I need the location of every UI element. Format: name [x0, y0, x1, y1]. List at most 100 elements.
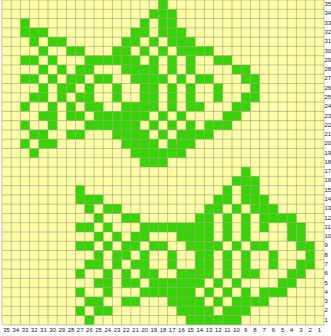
stitch-cell [131, 297, 140, 306]
stitch-cell [140, 84, 149, 93]
grid-line [2, 0, 3, 325]
stitch-cell [66, 46, 75, 55]
stitch-cell [204, 223, 213, 232]
grid-line [66, 0, 67, 325]
grid-line [2, 64, 324, 65]
stitch-cell [103, 269, 112, 278]
stitch-cell [232, 176, 241, 185]
stitch-cell [57, 84, 66, 93]
column-number: 27 [76, 327, 85, 334]
stitch-cell [186, 278, 195, 287]
stitch-cell [223, 111, 232, 120]
stitch-cell [20, 56, 29, 65]
stitch-cell [241, 93, 250, 102]
stitch-cell [122, 139, 131, 148]
grid-line [195, 0, 196, 325]
stitch-cell [39, 93, 48, 102]
stitch-cell [204, 316, 213, 325]
grid-line [29, 0, 30, 325]
stitch-cell [94, 232, 103, 241]
stitch-cell [168, 19, 177, 28]
grid-line [57, 0, 58, 325]
stitch-cell [260, 204, 269, 213]
stitch-cell [241, 167, 250, 176]
stitch-cell [158, 0, 167, 9]
grid-line [2, 0, 324, 1]
stitch-cell [204, 213, 213, 222]
stitch-cell [168, 102, 177, 111]
stitch-cell [195, 316, 204, 325]
stitch-cell [214, 56, 223, 65]
grid-line [2, 148, 324, 149]
stitch-cell [214, 316, 223, 325]
stitch-cell [214, 241, 223, 250]
row-number: 16 [325, 177, 331, 184]
column-number: 20 [140, 327, 149, 334]
stitch-cell [149, 148, 158, 157]
stitch-cell [158, 28, 167, 37]
stitch-cell [204, 74, 213, 83]
stitch-cell [76, 111, 85, 120]
stitch-cell [66, 74, 75, 83]
column-number: 4 [287, 327, 296, 334]
stitch-cell [131, 278, 140, 287]
stitch-cell [195, 223, 204, 232]
stitch-cell [94, 297, 103, 306]
stitch-cell [122, 130, 131, 139]
stitch-cell [168, 9, 177, 18]
stitch-cell [158, 46, 167, 55]
stitch-cell [20, 121, 29, 130]
stitch-cell [204, 204, 213, 213]
row-number: 24 [325, 103, 331, 110]
grid-line [222, 0, 223, 325]
stitch-cell [186, 288, 195, 297]
stitch-cell [177, 232, 186, 241]
stitch-cell [186, 56, 195, 65]
stitch-cell [186, 65, 195, 74]
grid-line [2, 241, 324, 242]
stitch-cell [85, 223, 94, 232]
stitch-cell [57, 65, 66, 74]
stitch-cell [296, 260, 305, 269]
stitch-cell [103, 111, 112, 120]
stitch-cell [140, 19, 149, 28]
stitch-cell [140, 251, 149, 260]
row-number: 33 [325, 20, 331, 27]
stitch-cell [204, 288, 213, 297]
stitch-cell [140, 232, 149, 241]
stitch-cell [223, 223, 232, 232]
stitch-cell [76, 65, 85, 74]
stitch-cell [140, 269, 149, 278]
stitch-cell [186, 121, 195, 130]
grid-line [2, 27, 324, 28]
stitch-cell [177, 28, 186, 37]
stitch-cell [177, 37, 186, 46]
column-number: 29 [57, 327, 66, 334]
stitch-cell [149, 84, 158, 93]
stitch-cell [296, 232, 305, 241]
grid-line [48, 0, 49, 325]
stitch-cell [296, 269, 305, 278]
stitch-cell [278, 278, 287, 287]
stitch-cell [260, 297, 269, 306]
stitch-cell [20, 28, 29, 37]
stitch-cell [85, 316, 94, 325]
row-number: 13 [325, 205, 331, 212]
row-number: 8 [325, 252, 331, 259]
stitch-cell [241, 260, 250, 269]
stitch-cell [85, 84, 94, 93]
grid-line [2, 92, 324, 93]
stitch-cell [39, 130, 48, 139]
column-number: 11 [223, 327, 232, 334]
stitch-cell [94, 102, 103, 111]
stitch-cell [269, 288, 278, 297]
grid-line [2, 55, 324, 56]
stitch-cell [122, 241, 131, 250]
row-number: 17 [325, 168, 331, 175]
grid-line [287, 0, 288, 325]
stitch-cell [158, 111, 167, 120]
stitch-cell [66, 111, 75, 120]
grid-line [2, 74, 324, 75]
stitch-cell [232, 306, 241, 315]
stitch-cell [186, 232, 195, 241]
